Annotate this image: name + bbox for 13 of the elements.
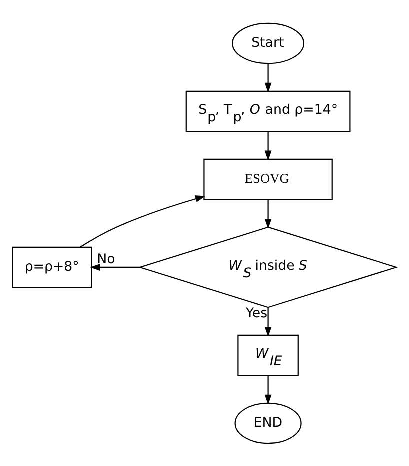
arrow [264, 199, 272, 229]
node-ellipse: Start [232, 22, 305, 64]
arrow [80, 195, 206, 248]
arrow [264, 131, 272, 160]
node-box: ρ=ρ+8° [12, 246, 92, 288]
arrow [264, 307, 272, 337]
arrow [90, 263, 140, 270]
node-ellipse: END [234, 402, 302, 444]
arrow [264, 375, 272, 404]
arrow [264, 63, 272, 92]
edge-label: No [97, 252, 116, 268]
edge-label: Yes [246, 306, 268, 322]
node-box: ESOVG [204, 158, 333, 200]
